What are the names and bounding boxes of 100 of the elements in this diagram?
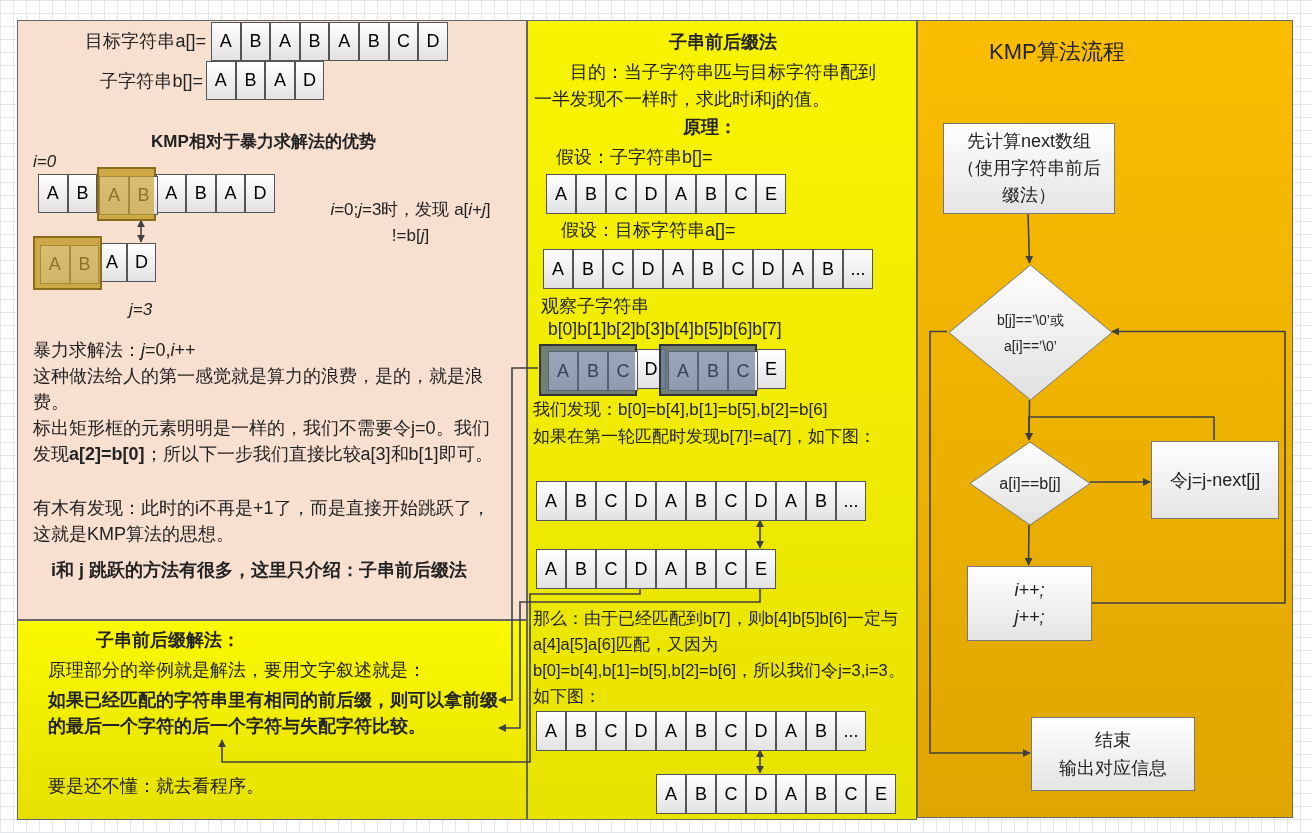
index-label: i=0 <box>33 151 58 173</box>
box-text: 结束 <box>1095 729 1131 752</box>
array-cell: B <box>299 22 330 61</box>
array-cell: A <box>548 351 578 391</box>
index-labels: b[0]b[1]b[2]b[3]b[4]b[5]b[6]b[7] <box>548 318 783 340</box>
array-cell: B <box>576 174 606 214</box>
array-cell: D <box>418 22 448 61</box>
array-cell: A <box>783 249 813 289</box>
array-cell: C <box>596 711 626 751</box>
array-cell: B <box>693 249 723 289</box>
highlight-box <box>33 236 102 290</box>
array-cell: A <box>543 249 573 289</box>
paragraph: 我们发现：b[0]=b[4],b[1]=b[5],b[2]=b[6] <box>533 399 829 421</box>
array-cell: D <box>746 774 776 814</box>
array-cell: ... <box>836 481 866 521</box>
array-cell: A <box>663 249 693 289</box>
array-cell: B <box>698 351 728 391</box>
array-cell: E <box>756 349 786 389</box>
array-cell: A <box>265 61 295 100</box>
paragraph: 暴力求解法：j=0,i++ <box>33 339 197 362</box>
highlight-box <box>659 344 757 396</box>
array-cell: A <box>536 711 566 751</box>
array-cell: A <box>776 774 806 814</box>
array-cell: D <box>626 549 656 589</box>
array-cell: C <box>728 351 758 391</box>
array-cell: C <box>723 249 753 289</box>
array-cell: B <box>696 174 726 214</box>
array-cell: D <box>126 243 157 282</box>
paragraph: 这种做法给人的第一感觉就是算力的浪费，是的，就是浪费。 <box>33 365 484 414</box>
array-cell: B <box>806 481 836 521</box>
array-cell: B <box>566 549 596 589</box>
array-cell: D <box>753 249 783 289</box>
array-cell: E <box>756 174 786 214</box>
array-cell: C <box>726 174 756 214</box>
double-arrow <box>137 219 145 243</box>
decision-diamond <box>948 264 1113 401</box>
array-cell: C <box>716 774 746 814</box>
array-cell: A <box>776 481 806 521</box>
arrow <box>929 330 1031 757</box>
array-cell: B <box>686 711 716 751</box>
array-cell: B <box>806 774 836 814</box>
array-cell: B <box>806 711 836 751</box>
paragraph: 有木有发现：此时的i不再是+1了，而是直接开始跳跃了，这就是KMP算法的思想。 <box>33 497 491 546</box>
box-text: i++; <box>1014 578 1045 602</box>
array-cell: ... <box>843 249 873 289</box>
paragraph: 要是还不懂：就去看程序。 <box>48 775 265 798</box>
array-label: 假设：目标字符串a[]= <box>561 219 737 242</box>
box-text: 输出对应信息 <box>1059 757 1167 780</box>
array-cell: A <box>666 174 696 214</box>
array-label: 子字符串b[]= <box>99 70 203 93</box>
paragraph: 原理部分的举例就是解法，要用文字叙述就是： <box>48 659 427 682</box>
array-cell: A <box>156 174 186 213</box>
highlight-box <box>539 344 637 396</box>
array-cell: B <box>67 174 98 213</box>
paragraph: i和 j 跳跃的方法有很多，这里只介绍：子串前后缀法 <box>51 559 468 582</box>
index-label: j=3 <box>129 299 154 321</box>
paragraph: 目的：当子字符串匹与目标字符串配到一半发现不一样时，求此时i和j的值。 <box>534 61 877 111</box>
array-cell: B <box>686 549 716 589</box>
arrow <box>218 587 641 763</box>
heading: KMP相对于暴力求解法的优势 <box>151 131 377 153</box>
note: i=0;j=3时，发现 a[i+j] !=b[j] <box>329 199 492 247</box>
array-cell: B <box>566 481 596 521</box>
array-cell: B <box>186 174 216 213</box>
array-cell: D <box>245 174 275 213</box>
condition-text: a[i]==’\0’ <box>1004 336 1057 356</box>
decision-diamond <box>969 441 1091 526</box>
array-label: 假设：子字符串b[]= <box>556 146 714 169</box>
process-box <box>1031 717 1195 791</box>
box-text: 令j=j-next[j] <box>1169 468 1261 492</box>
array-cell: C <box>596 481 626 521</box>
paragraph: 如果在第一轮匹配时发现b[7]!=a[7]，如下图： <box>533 426 878 448</box>
array-cell: A <box>536 481 566 521</box>
arrow <box>1024 524 1033 566</box>
array-cell: D <box>746 481 776 521</box>
array-cell: D <box>633 249 663 289</box>
array-cell: A <box>211 22 241 61</box>
array-cell: A <box>668 351 698 391</box>
panel <box>917 20 1293 818</box>
array-label: 目标字符串a[]= <box>84 30 206 53</box>
array-cell: C <box>606 174 636 214</box>
array-cell: D <box>626 711 656 751</box>
array-cell: B <box>686 481 716 521</box>
box-text: j++; <box>1014 605 1045 629</box>
process-box <box>967 566 1092 641</box>
array-cell: D <box>626 481 656 521</box>
array-cell: D <box>636 174 666 214</box>
array-cell: E <box>746 549 776 589</box>
array-label: 观察子字符串 <box>541 295 650 318</box>
highlight-box <box>97 167 156 221</box>
array-cell: A <box>776 711 806 751</box>
array-cell: A <box>656 774 686 814</box>
array-cell: E <box>866 774 896 814</box>
array-cell: B <box>813 249 843 289</box>
condition-text: b[j]==’\0’或 <box>997 310 1064 330</box>
array-cell: B <box>240 22 271 61</box>
array-cell: A <box>206 61 236 100</box>
arrow <box>498 367 539 704</box>
double-arrow <box>756 519 764 549</box>
array-cell: A <box>546 174 576 214</box>
arrow <box>1025 212 1034 264</box>
